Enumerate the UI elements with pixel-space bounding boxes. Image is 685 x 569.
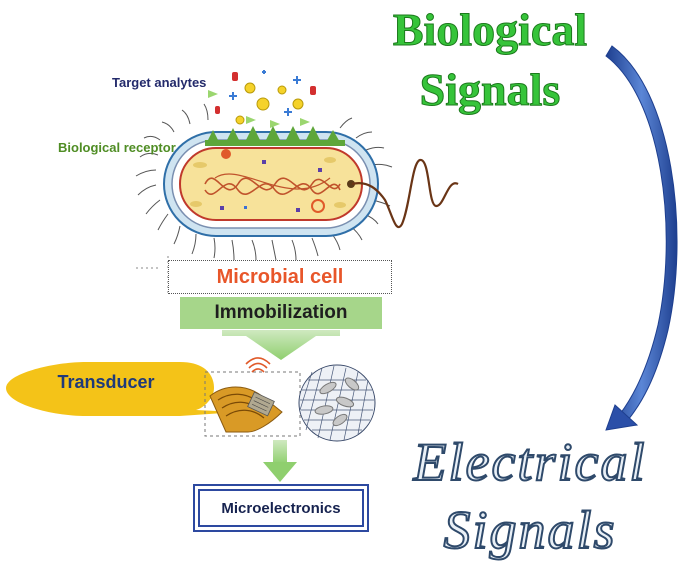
flagellum	[351, 158, 459, 228]
electrical-signals-text-line-1: Electrical	[413, 431, 647, 493]
analyte-particles	[208, 70, 316, 128]
receptor-spikes	[205, 126, 345, 146]
immobilization-label: Immobilization	[214, 302, 348, 323]
bacterium-cell	[163, 131, 379, 237]
microbial-cell-box: Microbial cell	[168, 260, 392, 294]
guide-lines	[136, 256, 169, 296]
biological-signals-text-line-2: Signals	[419, 64, 561, 116]
microelectronics-label: Microelectronics	[198, 489, 364, 527]
flexible-sensor-chip	[209, 386, 283, 433]
immobilization-box: Immobilization	[180, 297, 382, 329]
wifi-waves	[245, 357, 271, 373]
transducer-label: Transducer	[57, 372, 155, 392]
curved-arrow	[605, 45, 678, 431]
down-arrow	[263, 440, 297, 482]
biological-receptor-label: Biological receptor	[58, 140, 176, 155]
biological-signals-text-line-1: Biological	[392, 4, 588, 56]
microelectronics-box: Microelectronics	[193, 484, 369, 532]
microbial-cell-label: Microbial cell	[216, 266, 344, 288]
graphene-mesh	[298, 364, 376, 442]
speech-bubble	[6, 362, 238, 416]
target-analytes-label: Target analytes	[112, 75, 207, 90]
immobilization-arrow	[222, 330, 340, 360]
electrical-signals-text-line-2: Signals	[442, 499, 617, 561]
